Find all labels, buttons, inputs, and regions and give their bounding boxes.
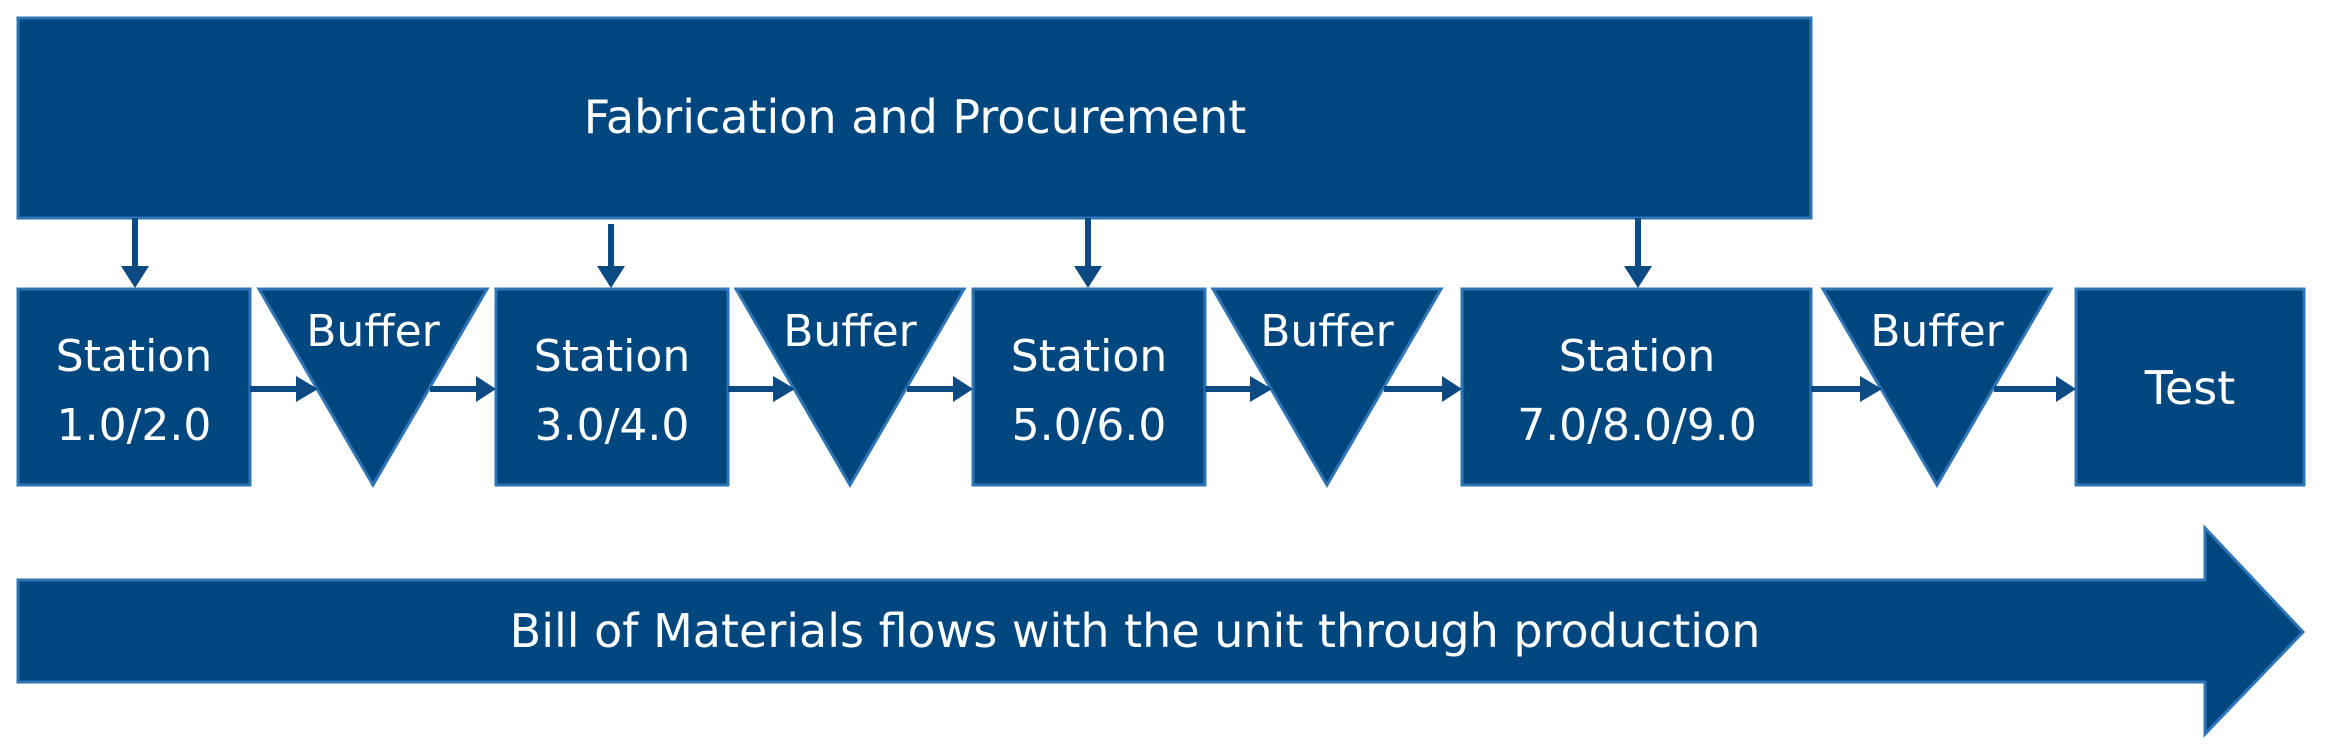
buffer-2-label: Buffer bbox=[783, 306, 917, 357]
fabrication-procurement-node: Fabrication and Procurement bbox=[16, 16, 1813, 220]
station-node-4: Station 7.0/8.0/9.0 bbox=[1460, 287, 1813, 487]
buffer-node-3: Buffer bbox=[1210, 287, 1444, 488]
bill-of-materials-flow-arrow: Bill of Materials flows with the unit th… bbox=[16, 524, 2306, 738]
station-node-1: Station 1.0/2.0 bbox=[16, 287, 252, 487]
connector-station-2-buffer-2-arrowhead bbox=[773, 376, 795, 402]
station-node-2: Station 3.0/4.0 bbox=[494, 287, 730, 487]
station-4-title: Station bbox=[1559, 331, 1715, 382]
buffer-4-label: Buffer bbox=[1870, 306, 2004, 357]
station-1-title: Station bbox=[56, 331, 212, 382]
fabrication-procurement-label: Fabrication and Procurement bbox=[584, 90, 1247, 144]
connector-station-4-buffer-4-arrowhead bbox=[1860, 376, 1882, 402]
connector-fab-station-3-arrowhead bbox=[1074, 266, 1102, 288]
test-label: Test bbox=[2144, 361, 2236, 415]
station-node-3: Station 5.0/6.0 bbox=[971, 287, 1207, 487]
connector-buffer-3-station-4-arrowhead bbox=[1442, 376, 1462, 402]
buffer-3-label: Buffer bbox=[1260, 306, 1394, 357]
connector-fab-station-2-arrowhead bbox=[597, 266, 625, 288]
fabrication-connectors bbox=[121, 218, 1652, 288]
flow-connectors bbox=[250, 376, 2076, 402]
connector-fab-station-1-arrowhead bbox=[121, 266, 149, 288]
test-node: Test bbox=[2074, 287, 2306, 487]
station-2-number: 3.0/4.0 bbox=[535, 400, 690, 451]
station-4-number: 7.0/8.0/9.0 bbox=[1517, 400, 1757, 451]
connector-station-1-buffer-1-arrowhead bbox=[296, 376, 318, 402]
connector-buffer-4-test-arrowhead bbox=[2056, 376, 2076, 402]
station-2-title: Station bbox=[534, 331, 690, 382]
connector-fab-station-4-arrowhead bbox=[1624, 266, 1652, 288]
buffer-1-label: Buffer bbox=[306, 306, 440, 357]
flow-arrow-label: Bill of Materials flows with the unit th… bbox=[510, 604, 1761, 658]
connector-station-3-buffer-3-arrowhead bbox=[1250, 376, 1272, 402]
connector-buffer-1-station-2-arrowhead bbox=[476, 376, 496, 402]
connector-buffer-2-station-3-arrowhead bbox=[953, 376, 973, 402]
station-3-title: Station bbox=[1011, 331, 1167, 382]
station-3-number: 5.0/6.0 bbox=[1012, 400, 1167, 451]
station-1-number: 1.0/2.0 bbox=[57, 400, 212, 451]
